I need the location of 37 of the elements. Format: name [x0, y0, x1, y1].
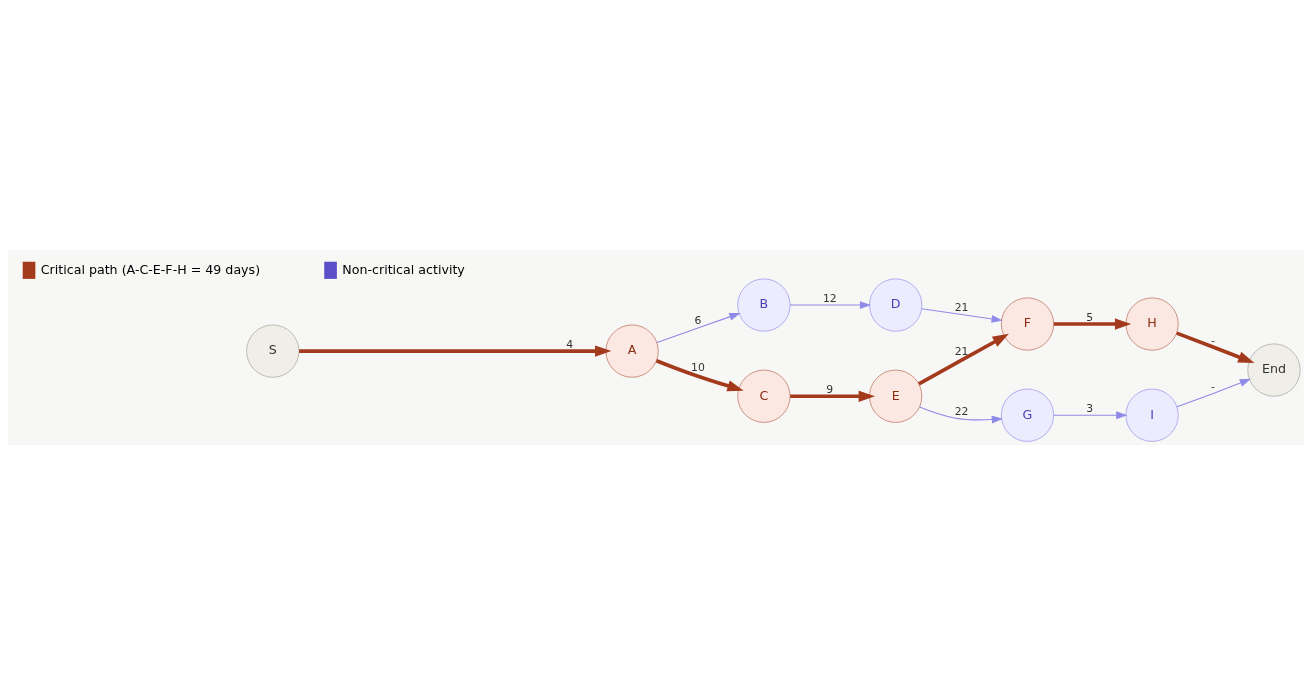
node-circle: E [869, 369, 923, 423]
arrow [656, 313, 741, 344]
edge-label: 3 [1086, 402, 1094, 416]
node-circle: B [737, 278, 791, 332]
edge-label: - [1211, 334, 1215, 348]
node-circle: A [605, 324, 659, 378]
node-circle: F [1000, 297, 1055, 351]
arrow [918, 333, 1009, 386]
node-circle: S [246, 324, 300, 378]
edge-label: - [1211, 379, 1215, 393]
arrow [1053, 411, 1128, 420]
edge-label: 6 [694, 313, 702, 327]
arrow [1176, 378, 1251, 408]
edge-label: 4 [566, 338, 574, 352]
legend-label: Non-critical activity [342, 261, 465, 277]
edge-label: 10 [691, 360, 705, 374]
arrow [1053, 318, 1132, 330]
node-circle: End [1247, 343, 1301, 397]
node-circle: C [737, 369, 791, 423]
node-circle: D [869, 278, 923, 332]
edge-label: 9 [826, 383, 834, 397]
arrow [921, 308, 1003, 323]
arrow [299, 345, 612, 357]
arrow [790, 390, 875, 402]
arrow [655, 359, 744, 392]
edge-label: 12 [822, 292, 837, 305]
arrow [919, 406, 1003, 424]
edge-label: 21 [954, 345, 969, 359]
edge-label: 5 [1086, 310, 1094, 324]
node-circle: H [1125, 297, 1179, 351]
node-circle: I [1125, 388, 1179, 442]
arrow [1176, 331, 1255, 363]
node-circle: G [1000, 388, 1055, 442]
legend-label: Critical path (A-C-E-F-H = 49 days) [40, 261, 261, 277]
edge-label: 21 [954, 301, 969, 315]
arrow [789, 301, 872, 309]
edge-label: 22 [954, 404, 969, 418]
